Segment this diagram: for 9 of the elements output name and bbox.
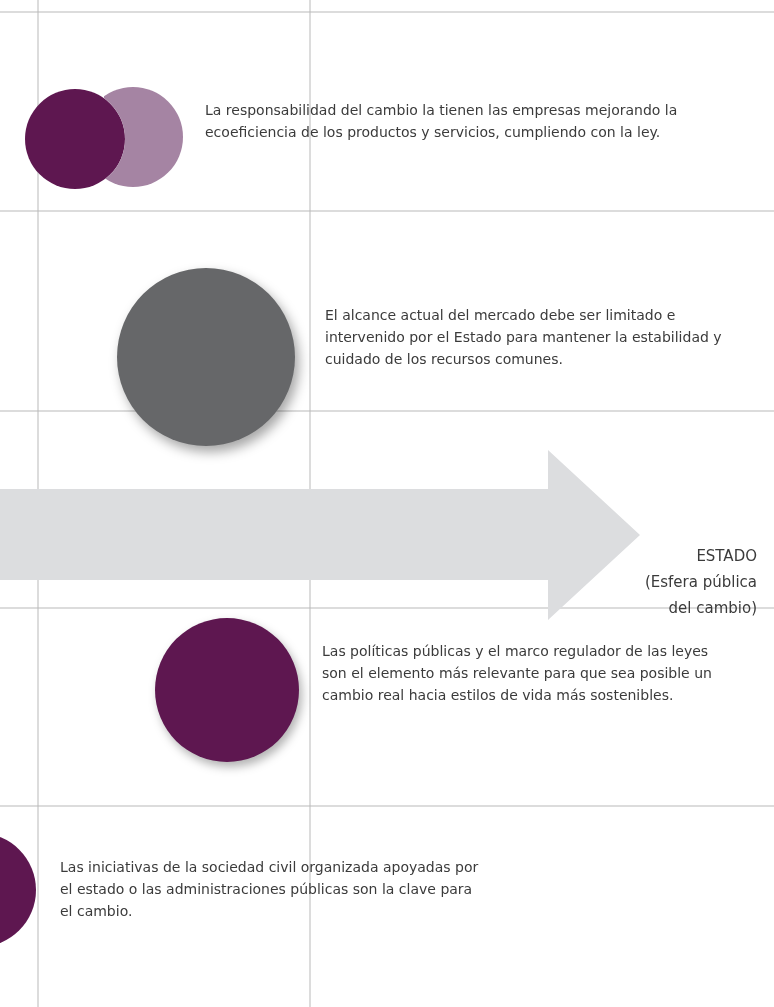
description-text: El alcance actual del mercado debe ser limitado e intervenido por el Estado para mantener la estabilidad y cuidado de los recursos comunes. <box>325 306 723 369</box>
description-text: La responsabilidad del cambio la tienen las empresas mejorando la ecoeficiencia de los productos y servicios, cumpliendo con la ley. <box>205 101 679 142</box>
circle <box>155 618 299 762</box>
block-arrow <box>0 450 640 620</box>
heading-text: ESTADO <box>695 546 757 567</box>
subheading-text: (Esfera pública del cambio) <box>643 572 757 619</box>
description-text: Las políticas públicas y el marco regulador de las leyes son el elemento más relevante para que sea posible un cambio real hacia estilos de vida más sostenibles. <box>322 642 713 705</box>
description-text: Las iniciativas de la sociedad civil organizada apoyadas por el estado o las administraciones públicas son la clave para el cambio. <box>60 858 480 921</box>
circle <box>117 268 295 446</box>
